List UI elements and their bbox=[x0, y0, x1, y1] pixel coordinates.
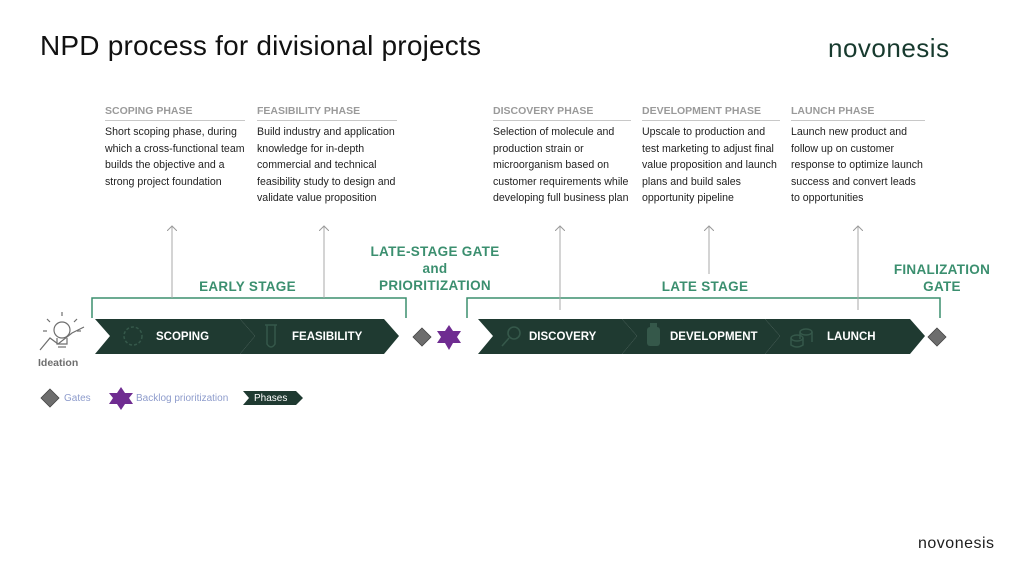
gate-label-line: and bbox=[422, 261, 448, 276]
phase-description: Build industry and application knowledge… bbox=[257, 126, 396, 205]
legend-phases-label: Phases bbox=[254, 393, 288, 404]
phase-description: Upscale to production and test marketing… bbox=[642, 126, 777, 205]
phase-column-development: DEVELOPMENT PHASE Upscale to production … bbox=[642, 105, 780, 207]
test-tube-icon bbox=[265, 324, 277, 348]
chevron-label: LAUNCH bbox=[827, 331, 876, 343]
early-stage-bracket bbox=[91, 297, 407, 318]
late-stage-label: LATE STAGE bbox=[661, 279, 749, 294]
brand-logo: novonesis bbox=[828, 33, 950, 63]
backlog-star-icon bbox=[437, 325, 461, 350]
page-title: NPD process for divisional projects bbox=[40, 30, 482, 61]
chevron-scoping: SCOPING bbox=[95, 319, 255, 354]
phase-column-discovery: DISCOVERY PHASE Selection of molecule an… bbox=[493, 105, 631, 207]
legend-gate-icon bbox=[40, 388, 60, 408]
legend-gates-label: Gates bbox=[64, 393, 91, 404]
chevron-development: DEVELOPMENT bbox=[622, 319, 780, 354]
phase-description: Selection of molecule and production str… bbox=[493, 126, 629, 205]
legend-phase-chevron bbox=[243, 391, 303, 405]
finalization-gate-diamond bbox=[927, 327, 947, 347]
connector-arrows bbox=[172, 226, 858, 310]
legend-backlog-star-icon bbox=[109, 387, 133, 410]
magnifier-icon bbox=[501, 326, 521, 347]
gate-label-line: GATE bbox=[923, 279, 961, 294]
chevron-label: DISCOVERY bbox=[529, 331, 597, 343]
gate-label-line: FINALIZATION bbox=[893, 262, 991, 277]
tank-icon bbox=[647, 323, 660, 346]
footer-brand-logo: novonesis bbox=[918, 535, 995, 552]
chevron-label: SCOPING bbox=[156, 331, 209, 343]
late-stage-gate-diamond bbox=[412, 327, 432, 347]
gate-label-line: PRIORITIZATION bbox=[379, 278, 491, 293]
phase-heading: DISCOVERY PHASE bbox=[493, 105, 631, 121]
ideation-label: Ideation bbox=[38, 357, 79, 369]
chevron-label: FEASIBILITY bbox=[292, 331, 363, 343]
phase-column-launch: LAUNCH PHASE Launch new product and foll… bbox=[791, 105, 925, 207]
chevron-discovery: DISCOVERY bbox=[478, 319, 637, 354]
phase-column-feasibility: FEASIBILITY PHASE Build industry and app… bbox=[257, 105, 397, 207]
chevron-launch: LAUNCH bbox=[765, 319, 925, 354]
gate-label-line: LATE-STAGE GATE bbox=[370, 244, 500, 259]
late-stage-gate-label: LATE-STAGE GATE and PRIORITIZATION bbox=[355, 243, 515, 294]
lightbulb-icon bbox=[39, 312, 85, 351]
coins-icon bbox=[790, 328, 813, 348]
target-icon bbox=[123, 326, 143, 346]
phase-column-scoping: SCOPING PHASE Short scoping phase, durin… bbox=[105, 105, 245, 190]
phase-heading: LAUNCH PHASE bbox=[791, 105, 925, 121]
chevron-label: DEVELOPMENT bbox=[670, 331, 758, 343]
phase-heading: SCOPING PHASE bbox=[105, 105, 245, 121]
phase-description: Launch new product and follow up on cust… bbox=[791, 126, 923, 205]
early-stage-label: EARLY STAGE bbox=[199, 279, 296, 294]
phase-heading: DEVELOPMENT PHASE bbox=[642, 105, 780, 121]
chevron-feasibility: FEASIBILITY bbox=[240, 319, 399, 354]
finalization-gate-label: FINALIZATION GATE bbox=[877, 261, 1007, 295]
phase-heading: FEASIBILITY PHASE bbox=[257, 105, 397, 121]
phase-description: Short scoping phase, during which a cros… bbox=[105, 126, 245, 188]
late-stage-bracket bbox=[466, 297, 941, 318]
legend-backlog-label: Backlog prioritization bbox=[136, 393, 229, 404]
